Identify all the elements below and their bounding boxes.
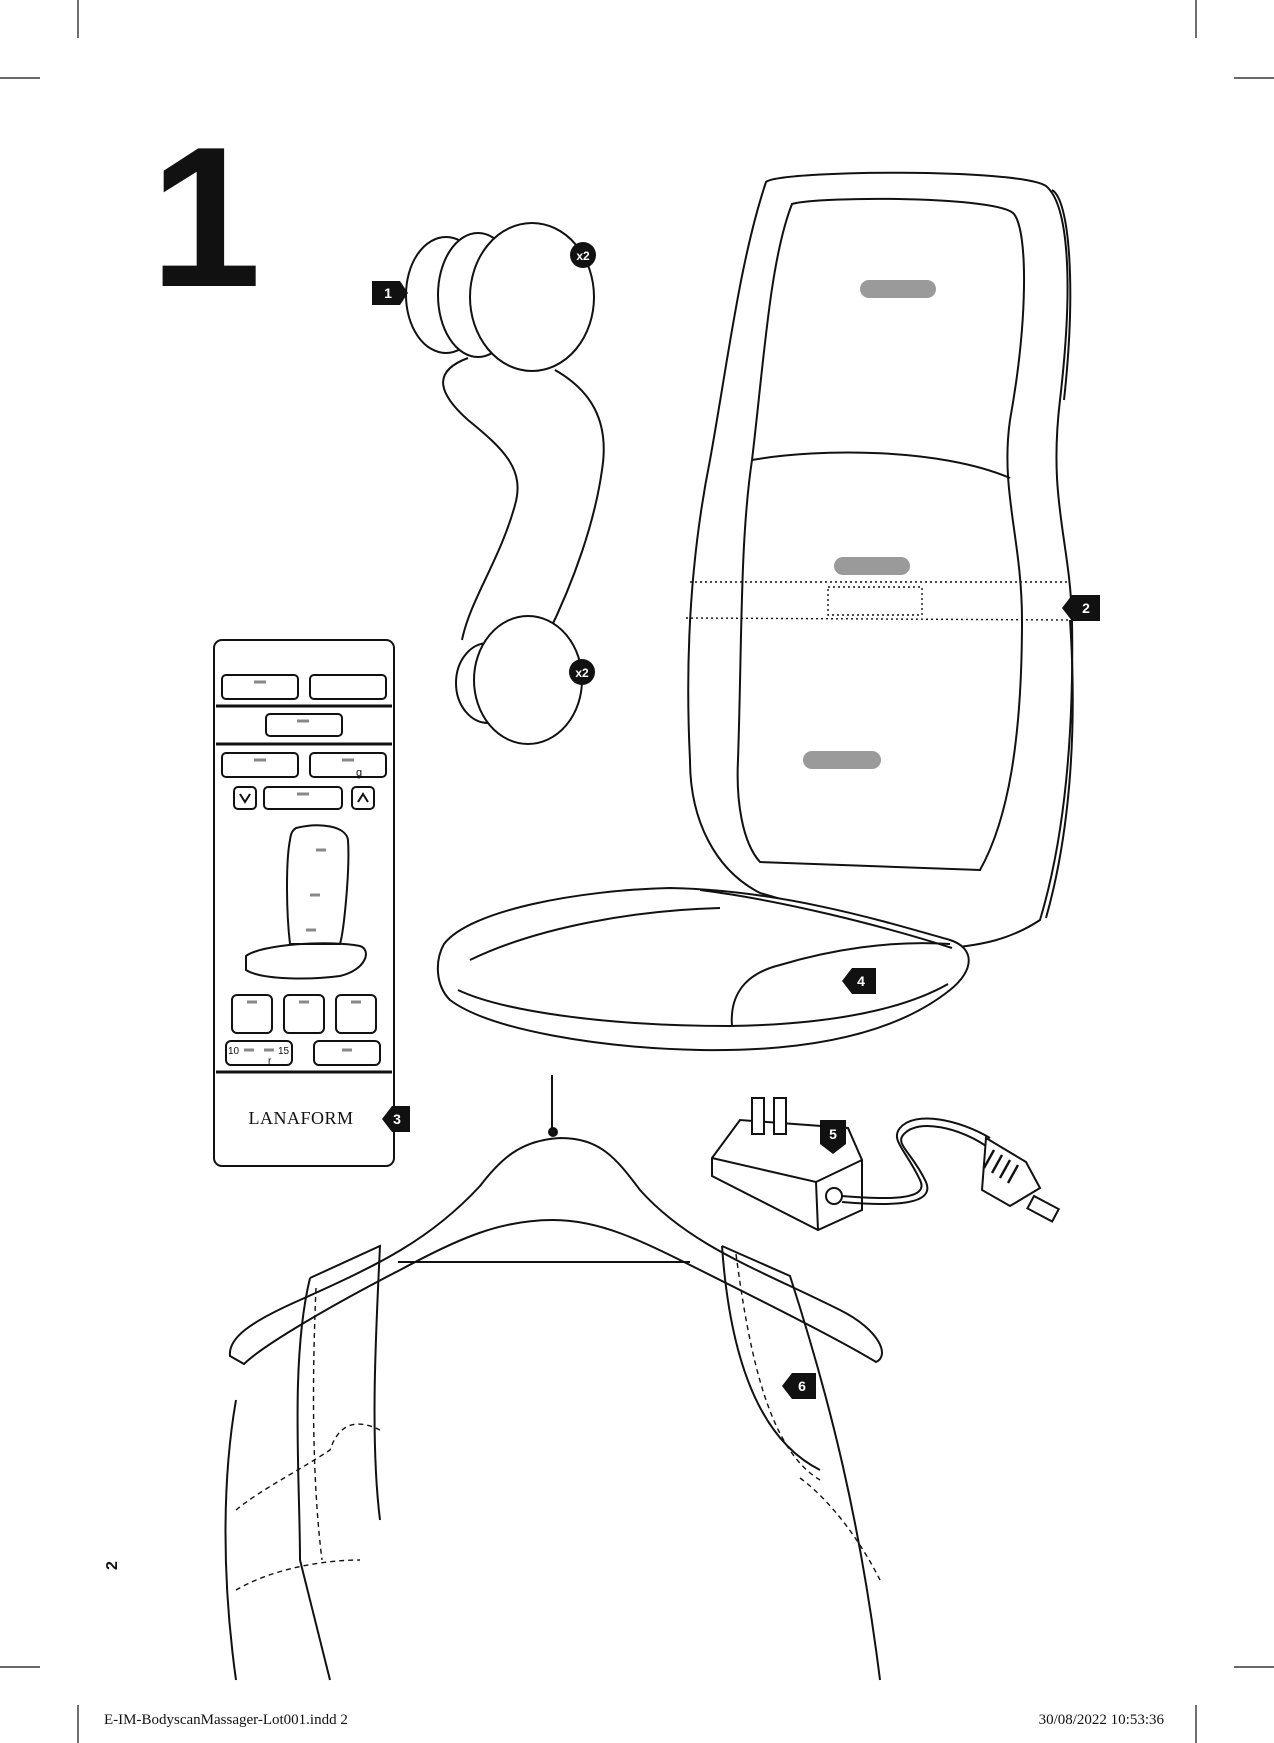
remote-button-sub-g: g — [356, 767, 362, 779]
badge-x2-bottom: x2 — [575, 666, 589, 680]
footer-filename: E-IM-BodyscanMassager-Lot001.indd 2 — [104, 1712, 348, 1729]
badge-x2-top: x2 — [576, 249, 590, 263]
footer-timestamp: 30/08/2022 10:53:36 — [1039, 1712, 1164, 1729]
badge-1: 1 — [384, 285, 392, 301]
remote-intensity-left: 10 — [228, 1046, 240, 1057]
badge-2: 2 — [1082, 600, 1090, 616]
badge-6: 6 — [798, 1378, 806, 1394]
remote-control — [214, 640, 394, 1166]
page-number: 2 — [104, 1561, 122, 1570]
power-adapter — [712, 1098, 1059, 1230]
badge-5: 5 — [829, 1126, 837, 1142]
remote-brand-logo: LANAFORM — [236, 1108, 366, 1129]
badge-3: 3 — [393, 1111, 401, 1127]
remote-intensity-right: 15 — [278, 1046, 290, 1057]
badge-4: 4 — [857, 973, 865, 989]
step-number: 1 — [150, 118, 255, 318]
